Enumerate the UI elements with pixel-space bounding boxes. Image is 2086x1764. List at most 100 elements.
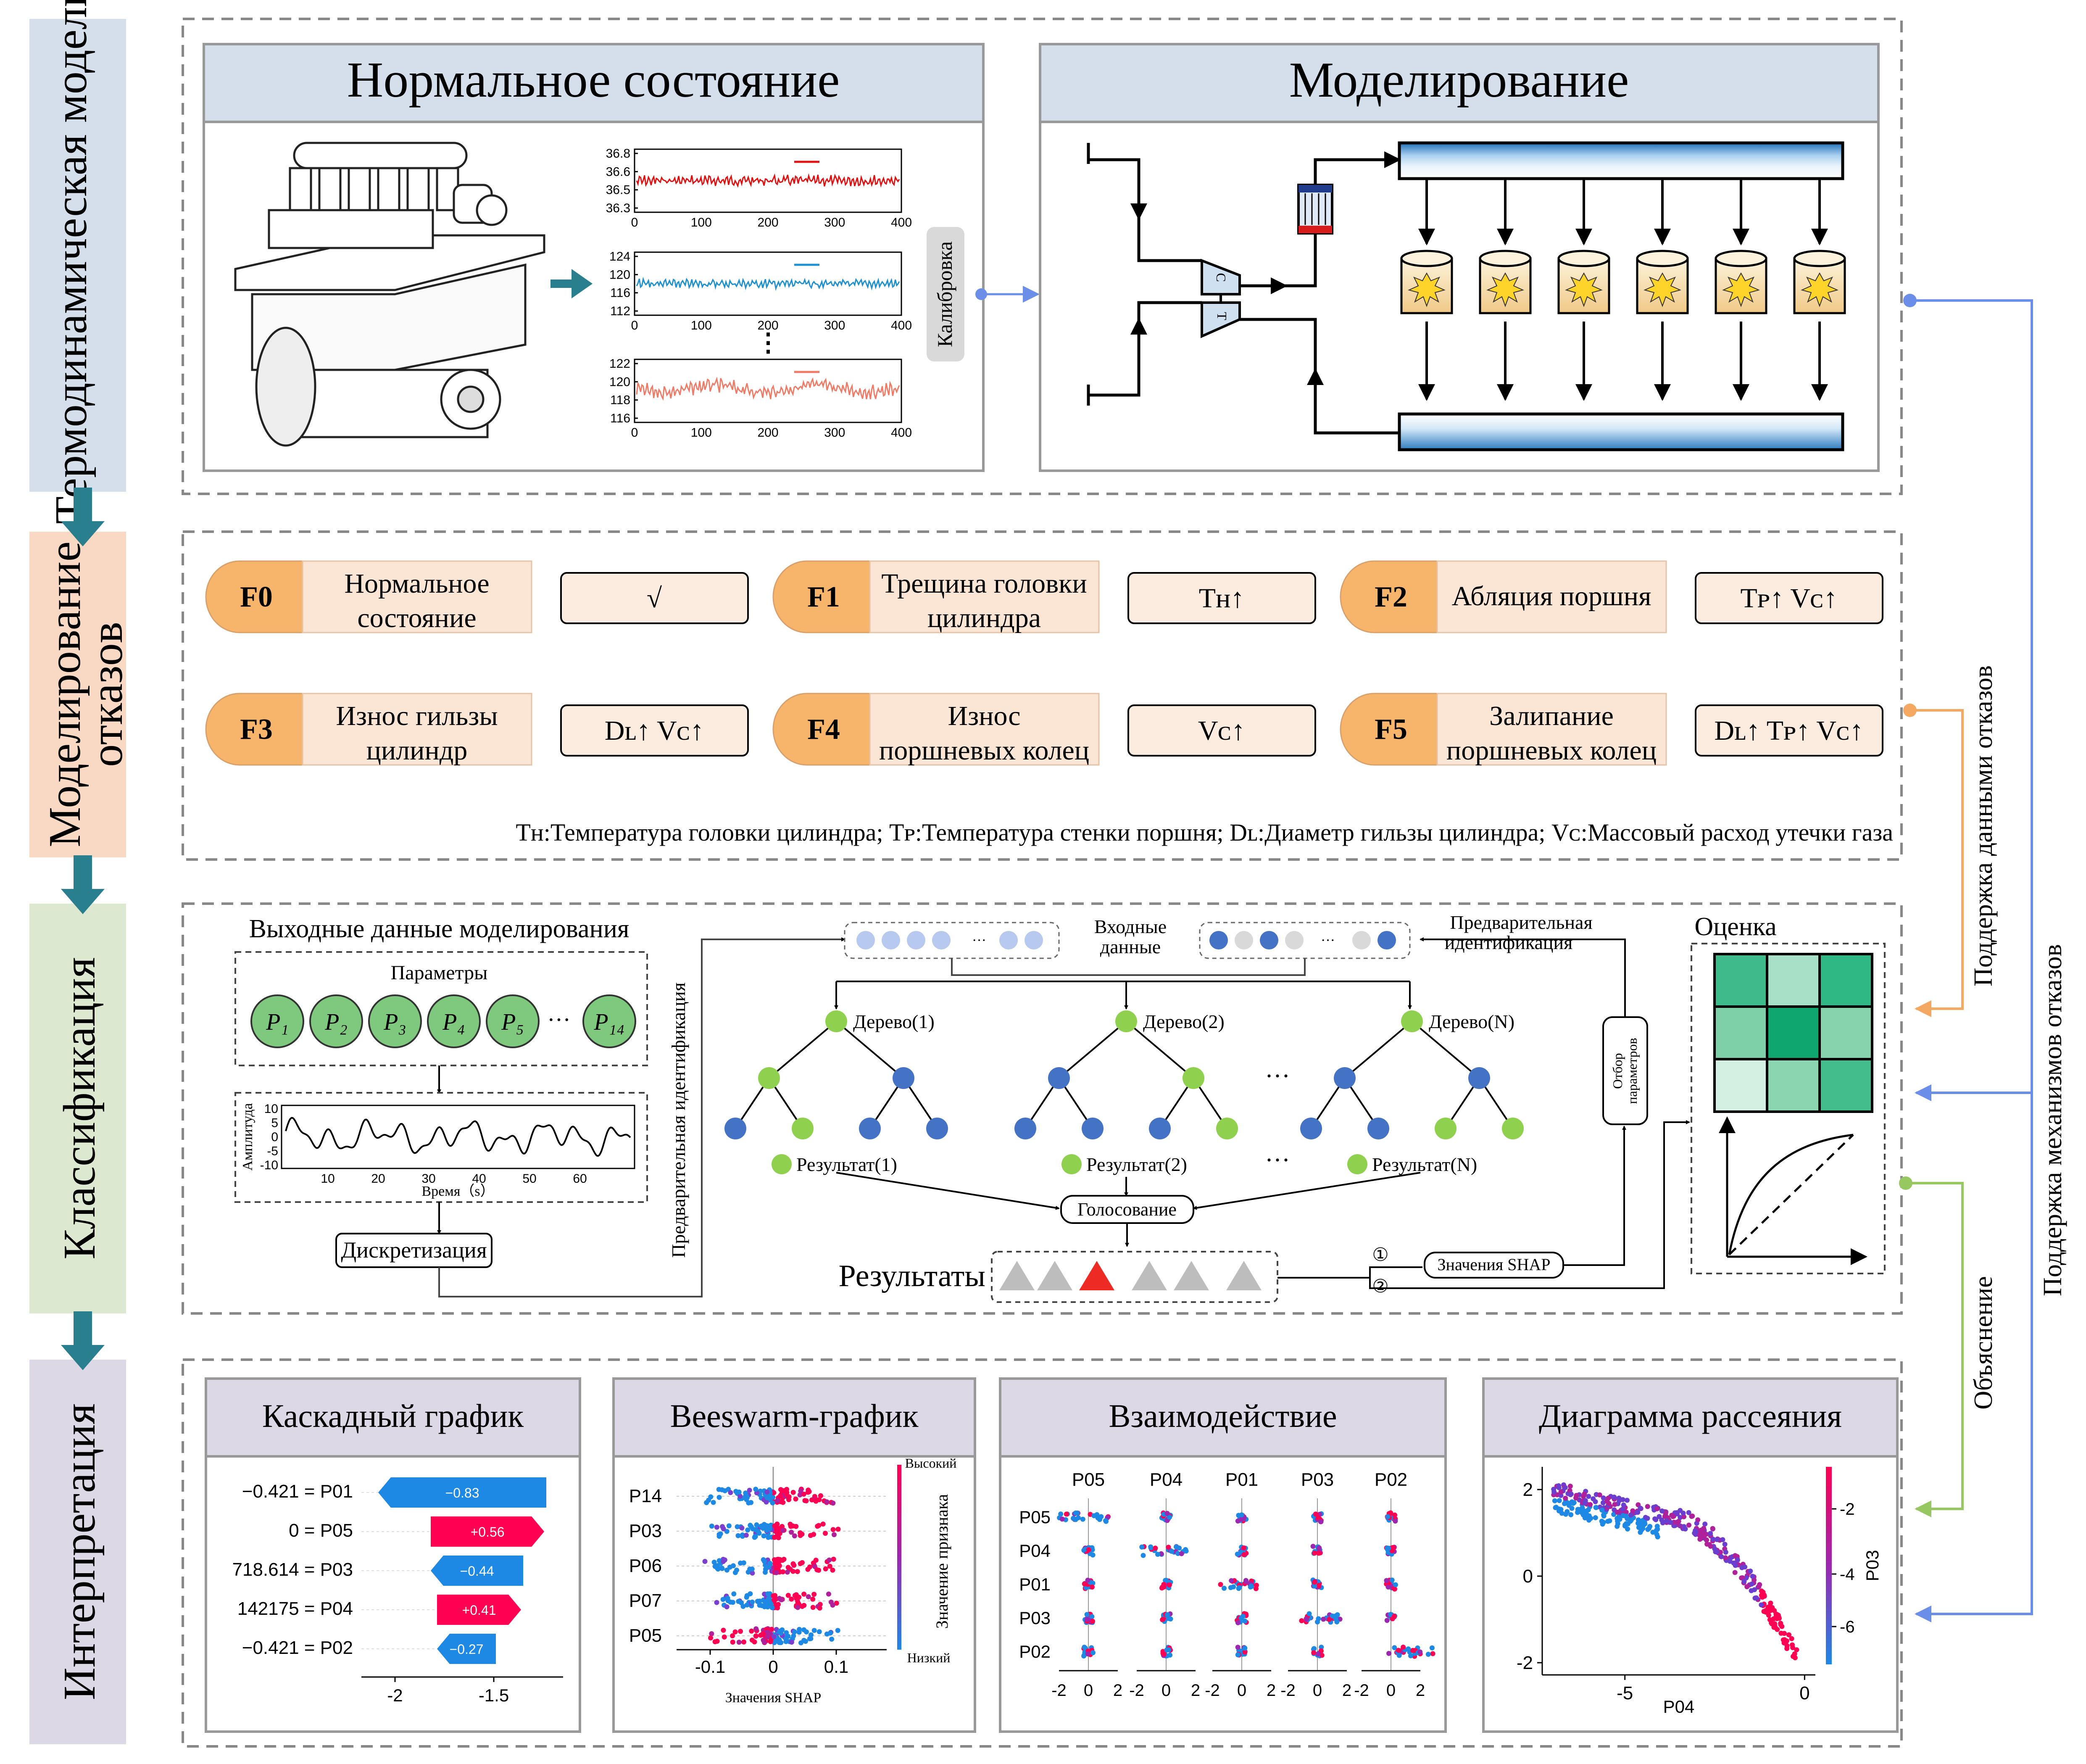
scatter-point (1556, 1483, 1561, 1488)
beeswarm-point (716, 1558, 722, 1564)
interaction-point (1237, 1585, 1242, 1590)
beeswarm-point (830, 1567, 835, 1573)
amp-xtick: 20 (371, 1172, 385, 1186)
interaction-col-label: P04 (1150, 1469, 1183, 1490)
calibration-label: Калибровка (933, 241, 956, 347)
interaction-point (1073, 1516, 1078, 1522)
param-label: P₂ (324, 1009, 348, 1035)
plot-ytick: 116 (610, 286, 630, 300)
fault-code: F3 (240, 713, 273, 746)
interaction-point (1386, 1651, 1391, 1656)
interaction-point (1410, 1648, 1415, 1653)
beeswarm-point (801, 1591, 807, 1597)
section-borders (182, 18, 1903, 1748)
fault-name: поршневых колец (1446, 735, 1657, 766)
scatter-point (1625, 1526, 1630, 1532)
fault-name-box (302, 693, 532, 766)
interaction-point (1160, 1616, 1166, 1622)
scatter-point (1708, 1531, 1713, 1536)
combustion-icon (1644, 272, 1681, 307)
fault-effect: √ (647, 583, 662, 614)
tree-edge (1411, 1020, 1480, 1079)
beeswarm-point (829, 1637, 835, 1642)
interaction-xtick: -2 (1280, 1681, 1296, 1700)
scatter-point (1638, 1506, 1643, 1511)
tree-leaf (1082, 1118, 1104, 1139)
scatter-ytick: 0 (1523, 1566, 1533, 1587)
amp-ytick: -5 (267, 1144, 278, 1158)
interaction-point (1084, 1612, 1090, 1617)
cylinder-top (1557, 250, 1610, 267)
interaction-point (1085, 1651, 1090, 1656)
plot-xtick: 200 (757, 319, 778, 332)
beeswarm-point (809, 1497, 814, 1503)
scatter-ctick: -6 (1840, 1618, 1855, 1636)
scatter-ytick: -2 (1517, 1653, 1533, 1673)
interaction-point (1242, 1645, 1248, 1651)
interaction-xtick: 0 (1386, 1681, 1396, 1700)
scatter-point (1575, 1507, 1580, 1512)
amp-xtick: 40 (472, 1172, 486, 1186)
scatter-point (1586, 1517, 1592, 1523)
beeswarm-point (830, 1603, 835, 1608)
param-label: P₄ (442, 1009, 465, 1035)
interaction-point (1248, 1583, 1254, 1589)
cylinder-top (1400, 250, 1453, 267)
beeswarm-point (764, 1495, 770, 1500)
beeswarm-point (789, 1640, 794, 1645)
interaction-point (1425, 1652, 1431, 1657)
interaction-xtick: 0 (1084, 1681, 1093, 1700)
tree-leaf (1300, 1118, 1322, 1139)
plot-ytick: 36.3 (606, 201, 630, 215)
matrix-cell (1713, 953, 1768, 1008)
scatter-point (1571, 1500, 1577, 1506)
beeswarm-point (770, 1500, 775, 1506)
interaction-xtick: 2 (1267, 1681, 1276, 1700)
interaction-point (1321, 1616, 1326, 1622)
cylinder-row (1400, 179, 1846, 401)
beeswarm-point (736, 1599, 741, 1604)
discretization-box (335, 1233, 493, 1268)
beeswarm-feature: P03 (629, 1521, 662, 1541)
evaluation-title: Оценка (1694, 912, 1776, 941)
plot-xtick: 0 (631, 426, 638, 440)
engine-flywheel (255, 327, 316, 447)
scatter-point (1761, 1609, 1767, 1614)
scatter-point (1702, 1521, 1708, 1527)
beeswarm-point (756, 1529, 761, 1534)
interaction-xtick: -2 (1129, 1681, 1144, 1700)
scatter-point (1783, 1638, 1788, 1644)
interaction-xtick: 0 (1162, 1681, 1171, 1700)
fault-name: цилиндр (366, 735, 468, 766)
amp-ytick: -10 (260, 1158, 278, 1172)
scatter-point (1567, 1484, 1573, 1489)
scatter-point (1612, 1502, 1617, 1507)
stage-thermo-label: Термодинамическая модель (46, 0, 96, 524)
tree-root-node (825, 1010, 847, 1032)
beeswarm-point (730, 1640, 735, 1645)
interaction-point (1392, 1645, 1397, 1651)
trees-ellipsis: ··· (1265, 1062, 1290, 1090)
compressor-label: C (1214, 273, 1229, 282)
stage-class: Классификация (29, 904, 126, 1313)
beeswarm-point (745, 1495, 750, 1500)
scatter-point (1558, 1489, 1564, 1495)
scatter-xtick: -5 (1617, 1683, 1633, 1703)
scatter-point (1586, 1494, 1591, 1499)
beeswarm-point (827, 1557, 832, 1563)
beeswarm-point (736, 1640, 742, 1645)
beeswarm-point (783, 1639, 789, 1644)
fault-code: F5 (1375, 713, 1407, 746)
interaction-point (1167, 1652, 1173, 1658)
beeswarm-point (767, 1598, 772, 1603)
tree-node (758, 1067, 780, 1089)
beeswarm-point (748, 1591, 753, 1596)
fault-code-badge (1340, 560, 1438, 633)
input-dot (1025, 931, 1043, 949)
result-label: Результат(N) (1372, 1154, 1477, 1175)
interaction-point (1090, 1650, 1096, 1656)
interaction-point (1319, 1645, 1324, 1650)
tree-label: Дерево(N) (1429, 1011, 1514, 1032)
beeswarm-point (824, 1499, 830, 1505)
scatter-point (1568, 1512, 1574, 1517)
